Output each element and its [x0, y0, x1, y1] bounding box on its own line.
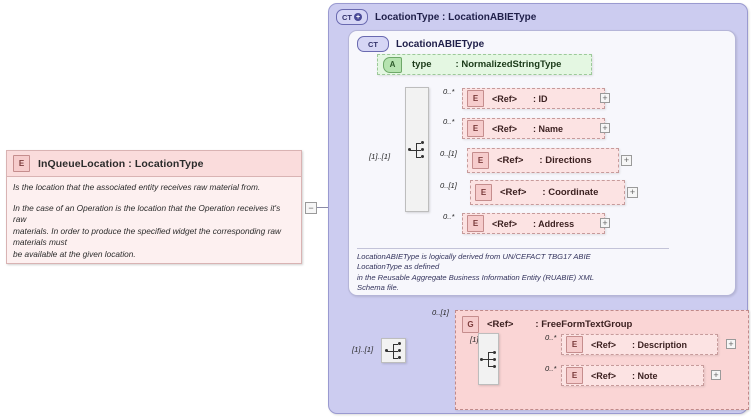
element-ref-label: <Ref>: [497, 155, 524, 166]
element-type-label: : Directions: [539, 155, 592, 166]
group-header: G <Ref> : FreeFormTextGroup: [462, 316, 632, 333]
inner-ct-pill-label: CT: [368, 39, 378, 49]
outer-type-header: CT + LocationType : LocationABIEType: [336, 9, 536, 25]
attribute-name: type: [412, 59, 432, 70]
attribute-type[interactable]: A type : NormalizedStringType: [377, 54, 592, 75]
element-type-label: : ID: [533, 93, 548, 104]
inner-type-title: LocationABIEType: [396, 38, 485, 50]
sequence-icon: [479, 350, 498, 368]
element-badge-icon: E: [13, 155, 30, 172]
element-badge-icon: E: [467, 215, 484, 232]
plus-icon: +: [713, 369, 719, 380]
cardinality-main-sequence: [1]..[1]: [369, 152, 391, 161]
attribute-badge-icon: A: [383, 56, 402, 73]
annotation-paragraph-1: Is the location that the associated enti…: [13, 182, 261, 192]
element-type-label: : Note: [632, 370, 658, 381]
element-id[interactable]: E <Ref> : ID: [462, 88, 605, 109]
element-badge-icon: E: [475, 184, 492, 201]
element-type-label: : Address: [533, 218, 575, 229]
cardinality-element-name: 0..*: [443, 117, 455, 126]
element-name[interactable]: E <Ref> : Name: [462, 118, 605, 139]
sequence-compositor-freeformtext[interactable]: [478, 333, 499, 385]
annotation-divider: [357, 248, 669, 249]
element-ref-label: <Ref>: [591, 370, 617, 381]
root-element-annotation: Is the location that the associated enti…: [7, 176, 301, 263]
cardinality-element-id: 0..*: [443, 87, 455, 96]
element-description[interactable]: E <Ref> : Description: [561, 334, 718, 355]
expander-name[interactable]: +: [600, 123, 610, 133]
element-ref-label: <Ref>: [492, 93, 518, 104]
attribute-type-name: : NormalizedStringType: [455, 59, 562, 70]
sequence-icon: [408, 141, 426, 159]
plus-icon: +: [623, 155, 630, 165]
element-ref-label: <Ref>: [500, 187, 527, 198]
sequence-compositor-group[interactable]: [381, 338, 406, 363]
cardinality-element-note: 0..*: [545, 364, 557, 373]
expander-directions[interactable]: +: [621, 155, 632, 166]
element-ref-label: <Ref>: [492, 123, 518, 134]
plus-icon: +: [354, 13, 362, 21]
expander-note[interactable]: +: [711, 370, 721, 380]
annotation-line-3: in the Reusable Aggregate Business Infor…: [357, 272, 594, 282]
plus-icon: +: [602, 92, 608, 103]
expander-address[interactable]: +: [600, 218, 610, 228]
outer-type-title: LocationType : LocationABIEType: [375, 11, 537, 23]
cardinality-element-description: 0..*: [545, 333, 557, 342]
element-note[interactable]: E <Ref> : Note: [561, 365, 704, 386]
element-badge-icon: E: [467, 120, 484, 137]
element-badge-icon: E: [472, 152, 489, 169]
annotation-line-1: LocationABIEType is logically derived fr…: [357, 252, 591, 261]
root-element-header: E InQueueLocation : LocationType: [7, 151, 301, 177]
group-badge-icon: G: [462, 316, 479, 333]
cardinality-group-ffg: 0..[1]: [432, 308, 449, 317]
cardinality-element-directions: 0..[1]: [440, 149, 457, 158]
ct-pill-label: CT: [342, 12, 352, 22]
element-badge-icon: E: [566, 367, 583, 384]
cardinality-element-coordinate: 0..[1]: [440, 181, 457, 190]
group-ref-label: <Ref>: [487, 319, 514, 330]
complex-type-expand-pill[interactable]: CT +: [336, 9, 368, 25]
minus-icon: −: [308, 203, 314, 213]
element-directions[interactable]: E <Ref> : Directions: [467, 148, 619, 173]
inner-ct-pill[interactable]: CT: [357, 36, 389, 52]
root-element-inqueuelocation[interactable]: E InQueueLocation : LocationType Is the …: [6, 150, 302, 264]
plus-icon: +: [629, 187, 636, 197]
plus-icon: +: [728, 338, 734, 349]
cardinality-element-address: 0..*: [443, 212, 455, 221]
plus-icon: +: [602, 217, 608, 228]
element-type-label: : Coordinate: [542, 187, 599, 198]
expander-description[interactable]: +: [726, 339, 736, 349]
annotation-paragraph-2: In the case of an Operation is the locat…: [13, 202, 281, 259]
plus-icon: +: [602, 122, 608, 133]
root-element-title: InQueueLocation : LocationType: [38, 157, 204, 170]
expander-coordinate[interactable]: +: [627, 187, 638, 198]
element-badge-icon: E: [467, 90, 484, 107]
element-type-label: : Description: [632, 339, 688, 350]
element-ref-label: <Ref>: [492, 218, 518, 229]
group-type-label: : FreeFormTextGroup: [535, 319, 633, 330]
cardinality-group-sequence: [1]..[1]: [352, 345, 374, 354]
sequence-icon: [384, 342, 403, 360]
element-coordinate[interactable]: E <Ref> : Coordinate: [470, 180, 625, 205]
annotation-line-2: LocationType as defined: [357, 262, 440, 272]
root-element-collapse-toggle[interactable]: −: [305, 202, 317, 214]
annotation-line-4: Schema file.: [357, 283, 399, 293]
element-ref-label: <Ref>: [591, 339, 617, 350]
element-type-label: : Name: [533, 123, 564, 134]
element-badge-icon: E: [566, 336, 583, 353]
inner-type-header: CT LocationABIEType: [357, 36, 484, 52]
element-address[interactable]: E <Ref> : Address: [462, 213, 605, 234]
expander-id[interactable]: +: [600, 93, 610, 103]
group-freeformtextgroup[interactable]: G <Ref> : FreeFormTextGroup: [455, 310, 749, 410]
inner-type-annotation: LocationABIEType is logically derived fr…: [357, 248, 679, 294]
sequence-compositor-main[interactable]: [405, 87, 429, 212]
